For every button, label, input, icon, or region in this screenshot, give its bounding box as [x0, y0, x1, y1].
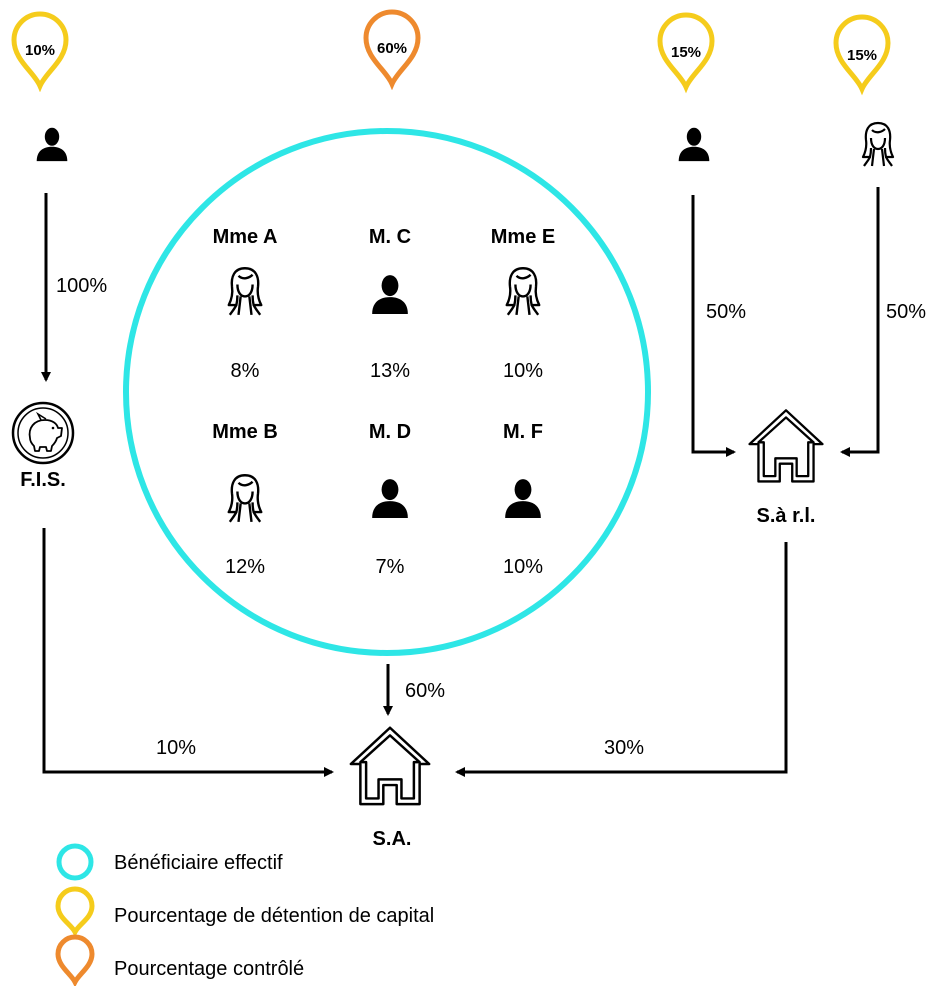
flow-label-man-to-sarl: 50%: [706, 301, 746, 323]
beneficiary-name: M. C: [369, 226, 411, 248]
pin-marker-4: 15%: [836, 17, 888, 89]
legend-control-swatch: [55, 934, 95, 986]
legend: Bénéficiaire effectif Pourcentage de dét…: [55, 843, 434, 986]
pin-label-4: 15%: [847, 47, 877, 64]
pin-label-3: 15%: [671, 44, 701, 61]
arrow-woman-to-sarl: [840, 187, 880, 457]
woman-icon: [227, 267, 263, 317]
man-icon: [36, 127, 68, 162]
entity-label-sa: S.A.: [373, 828, 412, 850]
beneficiary-name: Mme B: [212, 421, 278, 443]
arrow-man-to-sarl: [691, 195, 736, 457]
beneficiary-pct: 10%: [503, 556, 543, 578]
woman-icon: [227, 474, 263, 524]
house-icon-sarl: [748, 409, 824, 483]
flow-label-woman-to-sarl: 50%: [886, 301, 926, 323]
legend-beneficiary-swatch: [56, 843, 94, 881]
flow-label-person-to-fis: 100%: [56, 275, 107, 297]
pin-marker-3: 15%: [660, 15, 712, 87]
man-icon: [372, 275, 408, 314]
man-icon: [505, 479, 541, 518]
woman-icon: [505, 267, 541, 317]
pin-marker-1: 10%: [14, 14, 66, 86]
entity-label-fis: F.I.S.: [20, 469, 66, 491]
man-icon: [678, 127, 710, 162]
beneficiary-circle: [123, 128, 651, 656]
beneficiary-pct: 7%: [376, 556, 405, 578]
flow-label-sarl-to-sa: 30%: [604, 737, 644, 759]
piggy-bank-icon: [11, 401, 75, 465]
arrow-sarl-to-sa: [455, 542, 788, 777]
legend-capital-swatch: [55, 886, 95, 938]
legend-label: Pourcentage de détention de capital: [114, 905, 434, 927]
pin-marker-2: 60%: [366, 12, 418, 84]
beneficiary-pct: 13%: [370, 360, 410, 382]
woman-icon: [861, 121, 895, 168]
flow-label-fis-to-sa: 10%: [156, 737, 196, 759]
entity-label-sarl: S.à r.l.: [757, 505, 816, 527]
arrow-fis-to-sa: [42, 528, 334, 777]
beneficiary-pct: 12%: [225, 556, 265, 578]
beneficiary-name: Mme A: [213, 226, 278, 248]
beneficiary-name: M. D: [369, 421, 411, 443]
man-icon: [372, 479, 408, 518]
beneficiary-pct: 10%: [503, 360, 543, 382]
pin-label-1: 10%: [25, 42, 55, 59]
pin-label-2: 60%: [377, 40, 407, 57]
beneficiary-name: M. F: [503, 421, 543, 443]
legend-label: Bénéficiaire effectif: [114, 852, 283, 874]
flow-label-circle-to-sa: 60%: [405, 680, 445, 702]
legend-label: Pourcentage contrôlé: [114, 958, 304, 980]
house-icon-sa: [349, 726, 431, 806]
beneficiary-name: Mme E: [491, 226, 555, 248]
beneficiary-pct: 8%: [231, 360, 260, 382]
